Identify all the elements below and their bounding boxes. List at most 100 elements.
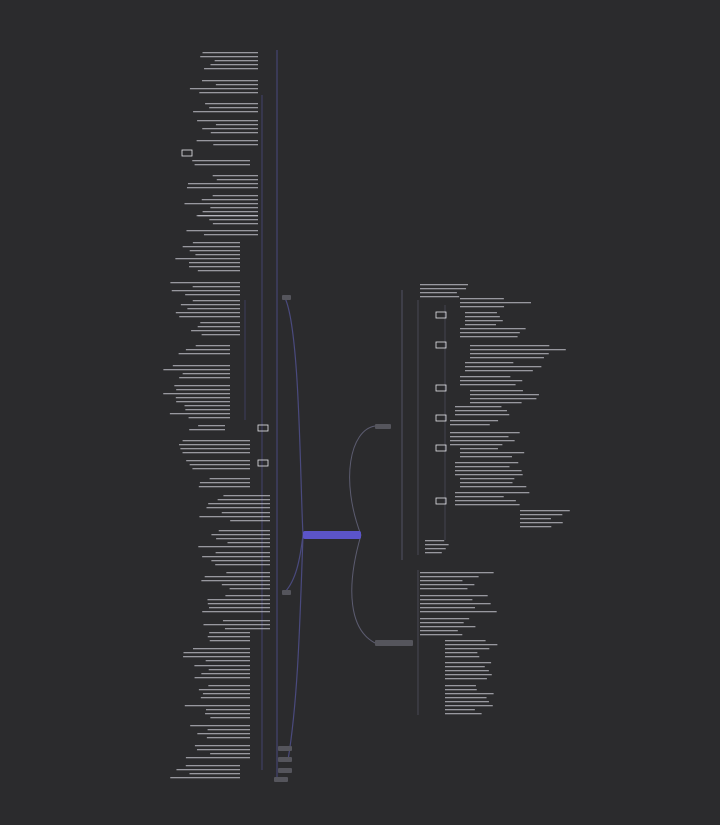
left-text-line bbox=[192, 468, 250, 470]
left-text-line bbox=[199, 482, 250, 484]
left-text-line bbox=[216, 538, 270, 540]
left-text-line bbox=[192, 242, 240, 244]
root-node[interactable] bbox=[303, 531, 361, 539]
left-text-line bbox=[209, 632, 250, 634]
left-text-line bbox=[208, 503, 270, 505]
left-text-line bbox=[179, 444, 250, 446]
small-node-box bbox=[181, 149, 193, 157]
left-text-line bbox=[175, 312, 240, 314]
right-text-line bbox=[420, 618, 470, 620]
right-text-line bbox=[450, 440, 515, 442]
right-text-line bbox=[460, 452, 525, 454]
left-text-line bbox=[212, 195, 258, 197]
right-text-line bbox=[460, 332, 520, 334]
left-text-line bbox=[194, 677, 250, 679]
left-text-line bbox=[222, 620, 270, 622]
right-branch-text-blocks bbox=[420, 284, 570, 715]
right-text-line bbox=[450, 432, 520, 434]
left-text-line bbox=[207, 636, 250, 638]
left-text-line bbox=[227, 542, 270, 544]
left-text-line bbox=[196, 749, 250, 751]
left-text-line bbox=[201, 580, 270, 582]
left-text-line bbox=[186, 460, 250, 462]
right-bottom-branch-node bbox=[375, 640, 413, 646]
right-text-line bbox=[445, 693, 494, 695]
left-text-line bbox=[182, 452, 250, 454]
left-text-line bbox=[202, 611, 270, 613]
right-text-line bbox=[420, 630, 458, 632]
connector-root-to-left-mid bbox=[284, 534, 304, 593]
left-text-line bbox=[204, 576, 270, 578]
right-text-line bbox=[465, 316, 500, 318]
left-text-line bbox=[210, 132, 258, 134]
mindmap-nodes bbox=[181, 149, 447, 782]
left-text-line bbox=[217, 499, 270, 501]
right-text-line bbox=[455, 462, 519, 464]
left-text-line bbox=[209, 219, 258, 221]
right-text-line bbox=[520, 510, 570, 512]
left-text-line bbox=[193, 111, 258, 113]
left-text-line bbox=[197, 120, 258, 122]
left-text-line bbox=[221, 584, 270, 586]
right-text-line bbox=[455, 504, 520, 506]
left-text-line bbox=[209, 478, 250, 480]
small-node-box bbox=[435, 444, 447, 452]
left-text-line bbox=[198, 486, 250, 488]
dark-node bbox=[274, 777, 288, 782]
left-text-line bbox=[176, 401, 230, 403]
left-text-line bbox=[190, 725, 250, 727]
left-text-line bbox=[209, 107, 258, 109]
left-text-line bbox=[170, 282, 240, 284]
right-text-line bbox=[420, 607, 475, 609]
left-text-line bbox=[200, 322, 240, 324]
small-node-box bbox=[435, 311, 447, 319]
right-text-line bbox=[465, 324, 496, 326]
right-text-line bbox=[465, 320, 503, 322]
left-text-line bbox=[216, 179, 258, 181]
right-text-line bbox=[470, 394, 539, 396]
left-text-line bbox=[200, 56, 258, 58]
left-text-line bbox=[218, 530, 270, 532]
right-text-line bbox=[455, 410, 507, 412]
left-text-line bbox=[210, 207, 258, 209]
left-text-line bbox=[189, 464, 250, 466]
dark-node bbox=[278, 746, 292, 751]
right-text-line bbox=[455, 406, 502, 408]
left-text-line bbox=[172, 365, 230, 367]
right-top-branch-node bbox=[375, 424, 391, 429]
left-top-branch-node bbox=[282, 295, 291, 300]
small-node-box bbox=[435, 497, 447, 505]
left-text-line bbox=[210, 64, 258, 66]
left-text-line bbox=[194, 745, 250, 747]
left-text-line bbox=[174, 385, 230, 387]
left-text-line bbox=[180, 448, 250, 450]
left-text-line bbox=[179, 377, 230, 379]
left-text-line bbox=[179, 316, 240, 318]
right-text-line bbox=[460, 384, 516, 386]
right-text-line bbox=[420, 284, 468, 286]
left-text-line bbox=[223, 495, 270, 497]
right-text-line bbox=[420, 584, 475, 586]
left-text-line bbox=[198, 546, 270, 548]
right-text-line bbox=[470, 390, 523, 392]
left-text-line bbox=[215, 564, 270, 566]
left-text-line bbox=[196, 215, 258, 217]
left-text-line bbox=[210, 753, 250, 755]
right-text-line bbox=[420, 576, 479, 578]
right-text-line bbox=[450, 424, 490, 426]
right-text-line bbox=[445, 648, 490, 650]
small-node-box bbox=[435, 414, 447, 422]
small-node-box bbox=[435, 341, 447, 349]
left-mid-branch-node bbox=[282, 590, 291, 595]
left-text-line bbox=[210, 717, 250, 719]
right-text-line bbox=[445, 678, 487, 680]
left-text-line bbox=[183, 656, 250, 658]
right-text-line bbox=[460, 478, 515, 480]
right-text-line bbox=[445, 656, 480, 658]
left-text-line bbox=[175, 258, 240, 260]
left-text-line bbox=[197, 733, 250, 735]
left-text-line bbox=[206, 507, 270, 509]
left-text-line bbox=[189, 250, 240, 252]
right-text-line bbox=[465, 366, 542, 368]
right-text-line bbox=[450, 444, 503, 446]
